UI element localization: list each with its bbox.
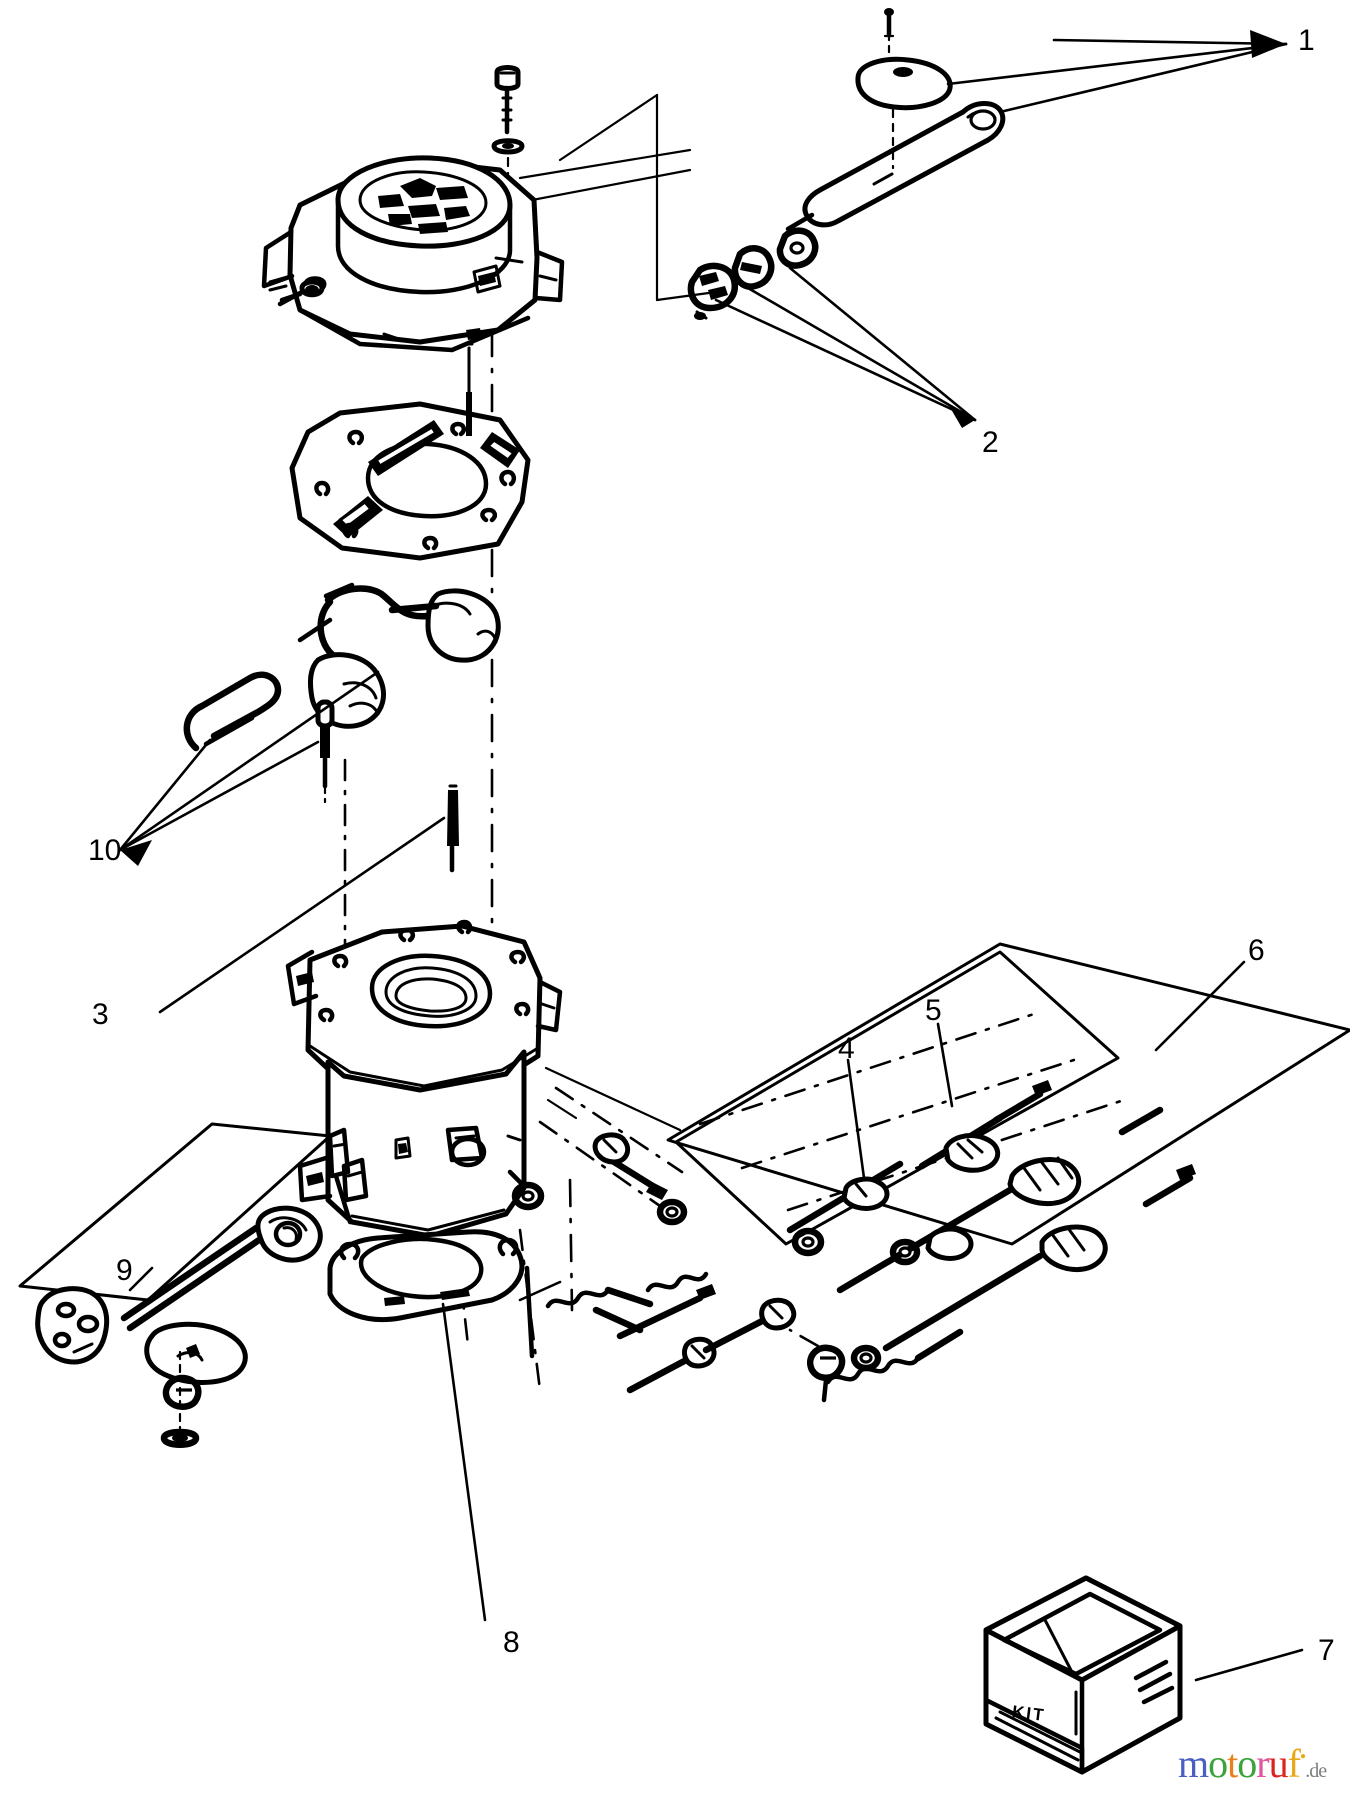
part-upper-carburetor-body (261, 155, 565, 353)
callout-6: 6 (1248, 934, 1265, 967)
watermark-tld: .de (1305, 1760, 1327, 1782)
watermark-letter-u: u (1268, 1741, 1289, 1786)
part-throttle-shaft-assembly (785, 8, 1006, 232)
callout-7: 7 (1318, 1634, 1335, 1667)
part-choke-seals-and-bushings (687, 227, 977, 428)
watermark-letter-r: r (1256, 1741, 1269, 1786)
callout-8: 8 (503, 1626, 520, 1659)
part-mounting-gasket (327, 1229, 562, 1622)
item1-leaders (946, 30, 1288, 114)
callout-3: 3 (92, 998, 109, 1031)
watermark-dot-icon: • (1299, 1746, 1306, 1767)
watermark-motoruf: motoruf•.de (1178, 1741, 1327, 1786)
watermark-letter-o2: o (1237, 1741, 1257, 1786)
part-float-assembly (118, 582, 501, 866)
kit-needle-valve (918, 1022, 1052, 1173)
callout-10: 10 (88, 834, 122, 867)
construction-lines (544, 1066, 682, 1132)
callout-5: 5 (925, 994, 942, 1027)
kit-end-fittings (1118, 1106, 1196, 1208)
part-repair-kit-panel (666, 942, 1350, 1385)
callout-2: 2 (982, 426, 999, 459)
part-cover-screw (491, 65, 525, 194)
callout-4: 4 (838, 1032, 855, 1065)
callout-1: 1 (1298, 24, 1315, 57)
part-lower-carburetor-body (285, 919, 563, 1239)
kit-jet-row-3 (836, 1156, 1082, 1294)
part-kit-box (983, 1575, 1304, 1775)
watermark-letter-o1: o (1208, 1741, 1228, 1786)
kit-box-label: KIT (1011, 1702, 1047, 1725)
callout-9: 9 (116, 1254, 133, 1287)
kit-small-jet (786, 1058, 904, 1257)
kit-jet-row-4 (850, 1224, 1108, 1372)
watermark-letter-f: f (1287, 1741, 1301, 1786)
part-float-pin (158, 784, 459, 1014)
watermark-letter-t: t (1227, 1741, 1238, 1786)
part-body-gasket (289, 342, 531, 561)
watermark-letter-m: m (1178, 1741, 1209, 1786)
kit-spring (825, 1328, 964, 1385)
part-choke-shaft-panel (18, 1122, 332, 1448)
part-misc-small-jets (511, 1086, 846, 1403)
